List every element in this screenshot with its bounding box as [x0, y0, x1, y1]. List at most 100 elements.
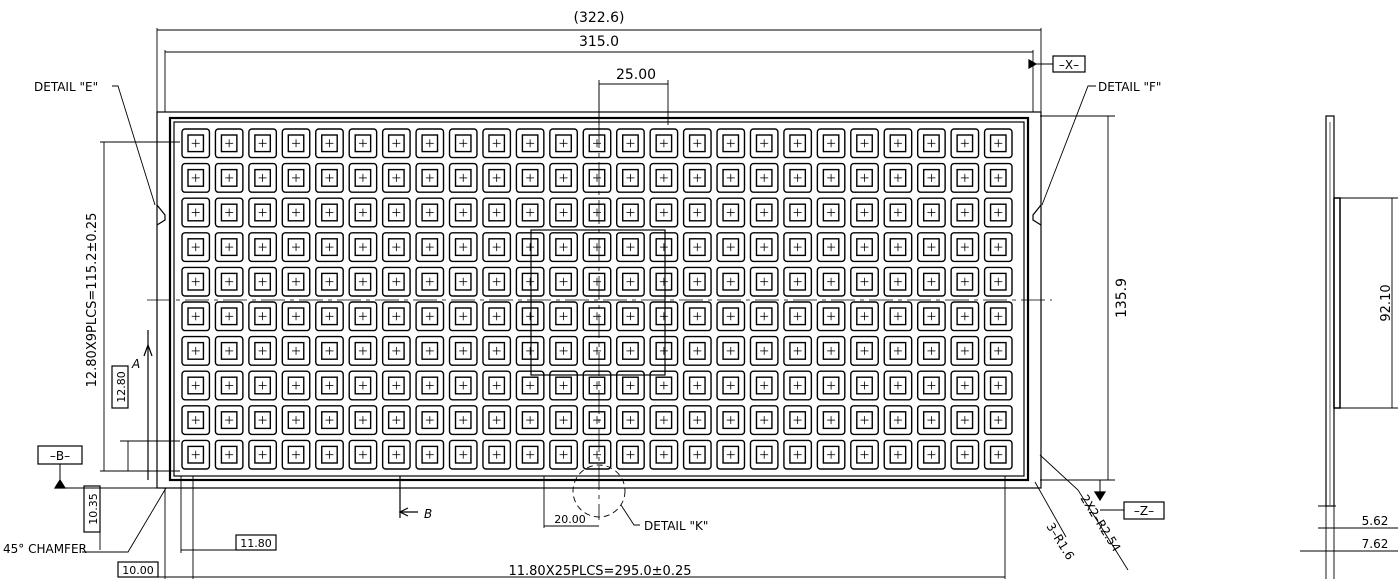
detail-e-label: DETAIL "E": [34, 80, 98, 94]
pocket-cell: [482, 301, 512, 332]
pocket-cell: [950, 232, 980, 263]
pocket-cell: [482, 128, 512, 159]
pitch-1280-label: 12.80: [115, 371, 128, 403]
pocket-cell: [181, 405, 211, 436]
pocket-cell: [549, 232, 578, 263]
pocket-cell: [582, 370, 612, 401]
edge-1035-box: [83, 485, 101, 533]
pocket-cell: [515, 335, 545, 366]
pocket-cell: [816, 162, 846, 193]
dim-135-label: 135.9: [1114, 278, 1130, 318]
pocket-cell: [616, 405, 645, 436]
pocket-cell: [883, 335, 913, 366]
pocket-cell: [816, 197, 846, 228]
pocket-cell: [181, 335, 211, 366]
pocket-cell: [950, 301, 980, 332]
pitch-1180-box: [235, 534, 277, 551]
pocket-cell: [649, 197, 679, 228]
pocket-cell: [649, 232, 679, 263]
radius-2-label: 2X2–R2.54: [1077, 492, 1123, 554]
pocket-cell: [515, 301, 545, 332]
pocket-cell: [749, 439, 779, 470]
pocket-cell: [883, 232, 913, 263]
pocket-cell: [214, 301, 244, 332]
pocket-cell: [281, 128, 311, 159]
detail-k-label: DETAIL "K": [644, 519, 708, 533]
pocket-cell: [749, 370, 779, 401]
pocket-cell: [348, 128, 378, 159]
pocket-cell: [616, 128, 645, 159]
pocket-cell: [381, 232, 411, 263]
pocket-cell: [783, 197, 813, 228]
pocket-cell: [549, 301, 578, 332]
pocket-cell: [448, 128, 478, 159]
pocket-cell: [448, 162, 478, 193]
pocket-cell: [649, 301, 679, 332]
pocket-cell: [214, 128, 244, 159]
pocket-cell: [983, 232, 1013, 263]
pocket-cell: [281, 405, 311, 436]
pocket-cell: [281, 162, 311, 193]
pocket-cell: [816, 128, 846, 159]
pocket-cell: [816, 370, 846, 401]
pocket-cell: [682, 439, 712, 470]
pocket-cell: [248, 266, 278, 297]
pocket-cell: [749, 128, 779, 159]
pocket-cell: [248, 162, 278, 193]
pocket-cell: [415, 232, 445, 263]
pocket-cell: [281, 370, 311, 401]
pocket-cell: [381, 162, 411, 193]
pocket-cell: [582, 162, 612, 193]
pocket-cell: [381, 197, 411, 228]
pocket-cell: [315, 405, 344, 436]
side-562-label: 5.62: [1362, 514, 1389, 528]
pocket-cell: [248, 370, 278, 401]
pocket-cell: [248, 232, 278, 263]
pocket-cell: [415, 128, 445, 159]
pocket-cell: [983, 370, 1013, 401]
pocket-cell: [716, 301, 746, 332]
pocket-cell: [983, 439, 1013, 470]
pocket-cell: [783, 335, 813, 366]
pocket-cell: [415, 162, 445, 193]
pocket-cell: [214, 197, 244, 228]
pocket-cell: [315, 335, 344, 366]
pitch-1180-label: 11.80: [240, 537, 272, 550]
pocket-cell: [616, 197, 645, 228]
pocket-cell: [950, 162, 980, 193]
pocket-cell: [281, 439, 311, 470]
pocket-cell: [181, 197, 211, 228]
pocket-cell: [415, 405, 445, 436]
pocket-cell: [783, 405, 813, 436]
pocket-cell: [616, 335, 645, 366]
pocket-cell: [448, 405, 478, 436]
pocket-cell: [883, 370, 913, 401]
datum-x-box: [1052, 55, 1086, 73]
pocket-cell: [381, 370, 411, 401]
pocket-cell: [816, 266, 846, 297]
pocket-cell: [482, 370, 512, 401]
pocket-cell: [916, 335, 946, 366]
pocket-cell: [816, 301, 846, 332]
pocket-cell: [716, 197, 746, 228]
pocket-cell: [816, 335, 846, 366]
pocket-cell: [248, 197, 278, 228]
detail-e-leader: [112, 85, 156, 206]
section-a-label: A: [131, 357, 140, 371]
pocket-grid: [181, 128, 1013, 470]
pocket-cell: [448, 335, 478, 366]
pocket-cell: [248, 128, 278, 159]
pocket-cell: [181, 266, 211, 297]
pocket-cell: [315, 162, 344, 193]
pocket-cell: [850, 197, 879, 228]
pocket-cell: [381, 405, 411, 436]
pocket-cell: [348, 266, 378, 297]
dim-pitch25-label: 25.00: [616, 67, 656, 83]
pocket-cell: [482, 405, 512, 436]
dim-vertical-pitch-label: 12.80X9PLCS=115.2±0.25: [85, 213, 100, 388]
pocket-cell: [916, 405, 946, 436]
pocket-cell: [248, 335, 278, 366]
pocket-cell: [883, 162, 913, 193]
side-762-label: 7.62: [1362, 537, 1389, 551]
pocket-cell: [649, 162, 679, 193]
